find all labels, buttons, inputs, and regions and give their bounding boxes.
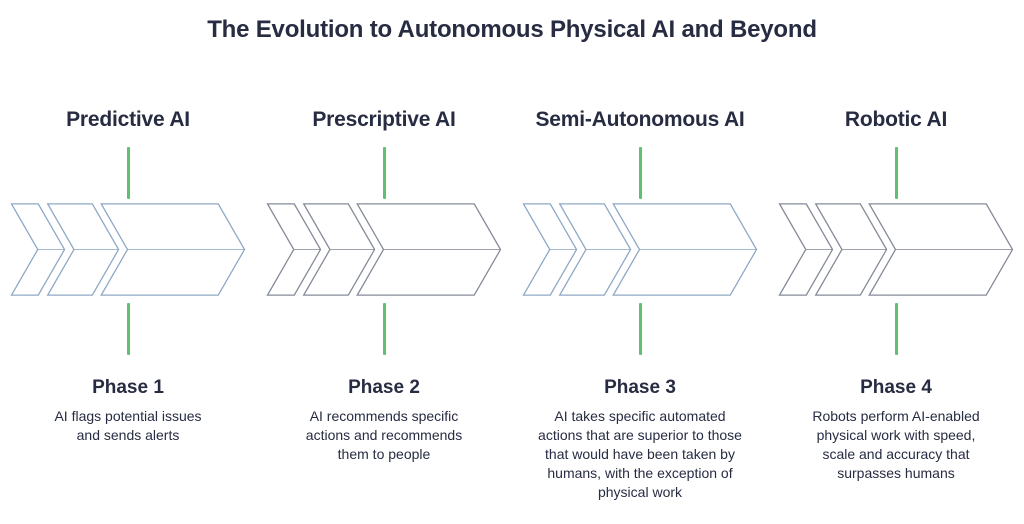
phase-label: Phase 3 — [604, 377, 676, 398]
connector-line-bottom — [382, 303, 386, 355]
chevron-segment-small-2 — [302, 203, 376, 296]
phase-description: AI takes specific automated actions that… — [538, 408, 742, 500]
chevron-process-graphic — [266, 203, 502, 296]
chevron-segment-small-2 — [558, 203, 632, 296]
phase-column-predictive-ai: Predictive AI Phase 1 AI flags potential… — [0, 106, 256, 502]
phase-column-robotic-ai: Robotic AI Phase 4 Robots perform AI-ena… — [768, 106, 1024, 502]
phase-column-semi-autonomous-ai: Semi-Autonomous AI Phase 3 AI takes spec… — [512, 106, 768, 502]
chevron-segment-small-1 — [266, 203, 322, 296]
connector-line-bottom — [638, 303, 642, 355]
chevron-segment-small-2 — [814, 203, 888, 296]
connector-line-top — [382, 147, 386, 199]
phase-description: AI flags potential issues and sends aler… — [54, 408, 202, 443]
phase-column-prescriptive-ai: Prescriptive AI Phase 2 AI recommends sp… — [256, 106, 512, 502]
phase-description: Robots perform AI-enabled physical work … — [812, 408, 980, 481]
connector-line-top — [894, 147, 898, 199]
connector-line-top — [126, 147, 130, 199]
connector-line-top — [638, 147, 642, 199]
phase-description: AI recommends specific actions and recom… — [305, 408, 463, 462]
chevron-process-graphic — [10, 203, 246, 296]
connector-line-bottom — [126, 303, 130, 355]
phases-row: Predictive AI Phase 1 AI flags potential… — [0, 106, 1024, 502]
chevron-process-graphic — [522, 203, 758, 296]
chevron-segment-large — [868, 203, 1014, 296]
phase-label: Phase 2 — [348, 377, 420, 398]
column-title: Prescriptive AI — [312, 108, 456, 131]
chevron-process-graphic — [778, 203, 1014, 296]
phase-label: Phase 1 — [92, 377, 164, 398]
chevron-segment-large — [612, 203, 758, 296]
column-title: Semi-Autonomous AI — [535, 108, 745, 131]
column-title: Robotic AI — [844, 108, 948, 131]
connector-line-bottom — [894, 303, 898, 355]
page-title: The Evolution to Autonomous Physical AI … — [207, 16, 817, 43]
column-title: Predictive AI — [66, 108, 190, 131]
phase-label: Phase 4 — [860, 377, 932, 398]
